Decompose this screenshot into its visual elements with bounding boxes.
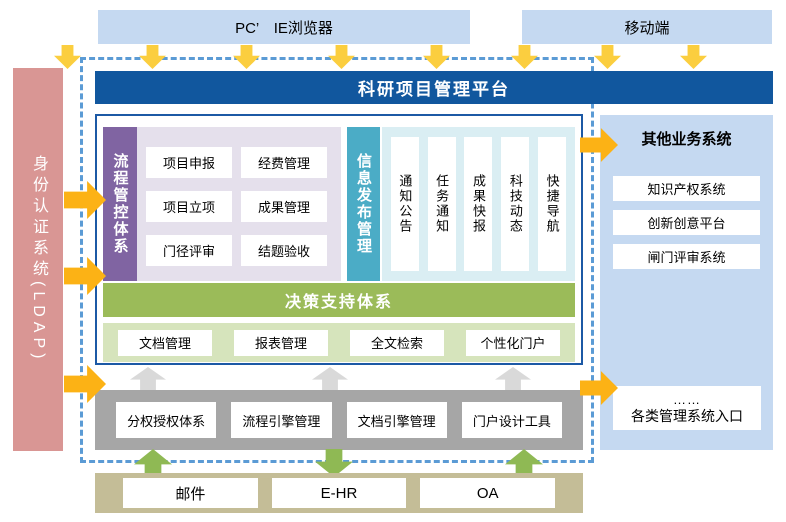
info-item: 通知公告 (390, 137, 419, 271)
decision-support-label: 决策支持体系 (284, 294, 393, 311)
process-item: 结题验收 (241, 235, 327, 266)
process-control-label: 流程管控体系 (111, 153, 129, 255)
decision-item: 个性化门户 (466, 329, 560, 356)
decision-support-bar: 决策支持体系 (103, 283, 575, 317)
systems-entry-box: …… 各类管理系统入口 (613, 386, 761, 430)
process-item: 成果管理 (241, 191, 327, 222)
process-item: 经费管理 (241, 147, 327, 178)
decision-item: 全文检索 (350, 329, 444, 356)
info-item: 任务通知 (427, 137, 456, 271)
mobile-label: 移动端 (624, 19, 670, 37)
other-systems-title: 其他业务系统 (641, 131, 732, 148)
decision-support-panel: 文档管理 报表管理 全文检索 个性化门户 (103, 323, 575, 362)
external-system-item: E-HR (271, 478, 407, 508)
engine-item: 流程引擎管理 (231, 402, 332, 438)
info-item: 科技动态 (501, 137, 530, 271)
down-arrow-icon (594, 45, 621, 69)
process-item: 项目申报 (146, 147, 232, 178)
ellipsis-text: …… (673, 392, 701, 407)
platform-header: 科研项目管理平台 (95, 71, 773, 104)
info-item: 快捷导航 (538, 137, 567, 271)
other-system-item: 创新创意平台 (613, 210, 760, 235)
other-system-item: 闸门评审系统 (613, 244, 760, 269)
process-control-bar: 流程管控体系 (103, 127, 137, 281)
decision-item: 报表管理 (234, 329, 328, 356)
identity-auth-label: 身份认证系统(LDAP) (30, 155, 47, 364)
identity-auth-bar: 身份认证系统(LDAP) (13, 68, 63, 451)
info-publish-panel: 通知公告 任务通知 成果快报 科技动态 快捷导航 (382, 127, 575, 281)
engine-item: 门户设计工具 (461, 402, 562, 438)
external-system-item: OA (420, 478, 556, 508)
external-systems-bar: 邮件 E-HR OA (95, 473, 583, 513)
process-item: 门径评审 (146, 235, 232, 266)
systems-entry-label: 各类管理系统入口 (631, 408, 743, 424)
process-item: 项目立项 (146, 191, 232, 222)
engine-layer-bar: 分权授权体系 流程引擎管理 文档引擎管理 门户设计工具 (95, 390, 583, 450)
process-control-panel: 项目申报 经费管理 项目立项 成果管理 门径评审 结题验收 (137, 127, 341, 281)
decision-item: 文档管理 (118, 329, 212, 356)
pc-browser-box: PC’ IE浏览器 (98, 10, 470, 44)
info-publish-bar: 信息发布管理 (347, 127, 380, 281)
external-system-item: 邮件 (123, 478, 258, 508)
other-system-item: 知识产权系统 (613, 176, 760, 201)
platform-title: 科研项目管理平台 (358, 80, 510, 99)
info-item: 成果快报 (464, 137, 493, 271)
mobile-box: 移动端 (522, 10, 772, 44)
info-publish-label: 信息发布管理 (355, 153, 372, 255)
other-systems-panel: 其他业务系统 知识产权系统 创新创意平台 闸门评审系统 …… 各类管理系统入口 (600, 115, 773, 450)
down-arrow-icon (680, 45, 707, 69)
engine-item: 文档引擎管理 (346, 402, 447, 438)
engine-item: 分权授权体系 (116, 402, 217, 438)
down-arrow-icon (54, 45, 81, 69)
pc-browser-label: PC’ IE浏览器 (235, 19, 333, 37)
